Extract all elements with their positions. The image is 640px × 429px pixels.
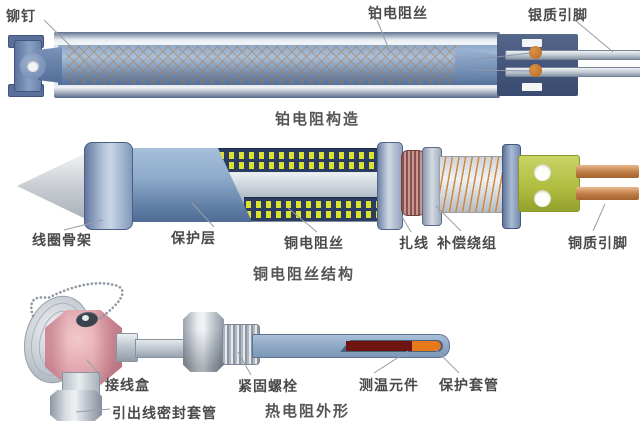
terminal-slot-top — [522, 39, 542, 47]
terminal-green-block — [518, 155, 580, 212]
label-silver-pins: 银质引脚 — [528, 9, 588, 24]
leader-copper-pins — [592, 203, 606, 232]
label-coil-skeleton: 线圈骨架 — [32, 234, 92, 249]
terminal-hole-top — [534, 164, 551, 181]
compensation-winding-cylinder — [439, 156, 505, 213]
copper-wire-band-bottom — [244, 197, 381, 221]
pin-joint-top — [529, 46, 542, 59]
copper-pin-top — [576, 165, 639, 178]
label-tie-wire: 扎线 — [399, 237, 429, 252]
silver-pin-bottom — [505, 67, 640, 77]
pin-joint-bottom — [529, 64, 542, 77]
label-copper-wire: 铜电阻丝 — [284, 237, 344, 252]
copper-wire-row — [219, 152, 379, 159]
label-fastening-bolt: 紧固螺栓 — [238, 380, 298, 395]
terminal-hole-bottom — [534, 190, 551, 207]
sealing-sleeve-hex-nut — [50, 390, 102, 421]
temperature-sensing-element — [412, 341, 441, 351]
caption-thermal: 热电阻外形 — [265, 404, 351, 420]
label-compensation-winding: 补偿绕组 — [437, 237, 497, 252]
label-platinum-wire: 铂电阻丝 — [368, 7, 428, 22]
terminal-slot-bottom — [522, 83, 542, 91]
fastening-bolt-nut — [183, 312, 224, 372]
connecting-rod — [135, 339, 188, 358]
element-lead-segment — [346, 341, 412, 351]
caption-copper: 铜电阻丝结构 — [253, 267, 356, 283]
copper-pin-bottom — [576, 187, 639, 200]
label-rivet: 铆钉 — [6, 10, 36, 25]
platinum-wire-mesh — [66, 46, 458, 84]
label-junction-box: 接线盒 — [105, 379, 150, 394]
label-lead-sealing-sleeve: 引出线密封套管 — [112, 407, 217, 422]
chain-anchor-highlight — [82, 315, 89, 321]
rivet-hole — [27, 60, 39, 72]
label-copper-pins: 铜质引脚 — [568, 237, 628, 252]
tie-wire-coil — [401, 150, 425, 216]
copper-wire-row — [219, 162, 379, 169]
skeleton-flange — [84, 142, 133, 230]
skeleton-cone-tip — [17, 151, 90, 221]
platinum-inner-core — [58, 45, 498, 85]
caption-platinum: 铂电阻构造 — [275, 112, 361, 128]
label-protective-sleeve: 保护套管 — [439, 379, 499, 394]
leader-silver-pins — [575, 20, 614, 53]
terminal-block — [497, 34, 578, 96]
copper-wire-row — [246, 211, 379, 218]
silver-pin-top — [505, 50, 640, 60]
label-temperature-element: 测温元件 — [359, 379, 419, 394]
copper-wire-row — [246, 201, 379, 208]
label-protective-layer: 保护层 — [171, 232, 216, 247]
separator-disc-1 — [377, 142, 403, 230]
copper-wire-band-top — [217, 148, 381, 172]
